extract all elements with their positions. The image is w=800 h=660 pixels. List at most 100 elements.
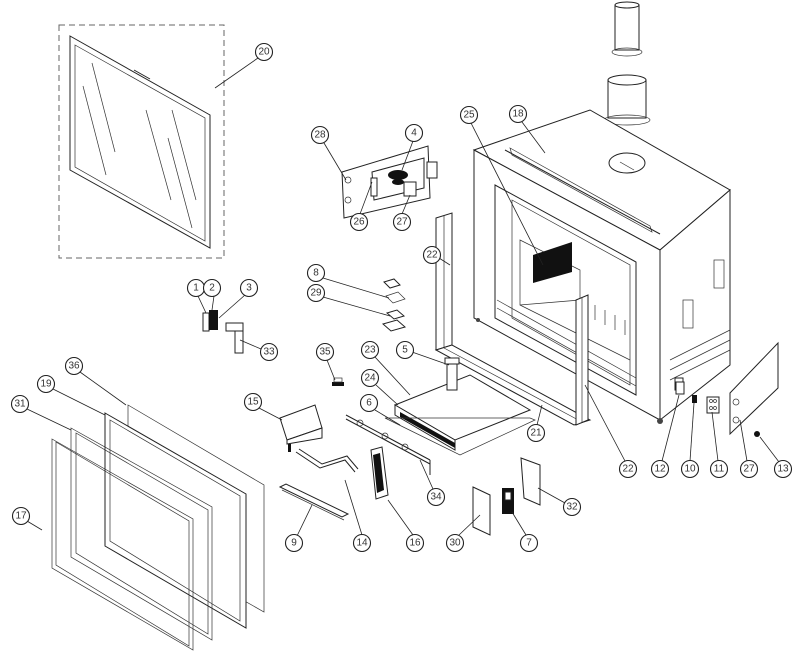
svg-text:27: 27 (743, 464, 755, 475)
svg-text:23: 23 (364, 345, 376, 356)
part-31-gasket-frame (70, 427, 213, 641)
part-5-venturi (446, 363, 458, 391)
part-33-pilot-shield (225, 322, 244, 332)
svg-text:35: 35 (319, 347, 331, 358)
callout-33[interactable]: 33 (259, 342, 279, 362)
svg-text:29: 29 (310, 288, 322, 299)
svg-text:16: 16 (409, 538, 421, 549)
callout-35[interactable]: 35 (315, 342, 335, 362)
callout-31[interactable]: 31 (10, 394, 30, 414)
svg-text:6: 6 (366, 398, 372, 409)
part-26-mounting-bracket (370, 177, 378, 197)
callout-4[interactable]: 4 (404, 123, 424, 143)
part-15-control-bracket (279, 404, 323, 452)
callout-22-left[interactable]: 22 (422, 245, 442, 265)
part-8-29-pilot-cover (381, 278, 407, 332)
callout-32[interactable]: 32 (562, 497, 582, 517)
part-27-access-cover (729, 341, 779, 436)
svg-text:13: 13 (777, 464, 789, 475)
svg-text:30: 30 (449, 538, 461, 549)
callout-26[interactable]: 26 (349, 212, 369, 232)
svg-text:20: 20 (258, 47, 270, 58)
part-6-base-gasket (384, 417, 536, 456)
svg-text:14: 14 (356, 538, 368, 549)
callout-29[interactable]: 29 (306, 283, 326, 303)
svg-text:26: 26 (353, 217, 365, 228)
part-11-junction-box (706, 396, 720, 414)
svg-text:27: 27 (396, 217, 408, 228)
svg-text:24: 24 (364, 373, 376, 384)
part-22-21-door-frame (434, 212, 592, 426)
svg-text:34: 34 (430, 492, 442, 503)
callout-15[interactable]: 15 (243, 392, 263, 412)
callout-27-access-cover[interactable]: 27 (739, 459, 759, 479)
svg-text:2: 2 (209, 283, 215, 294)
svg-text:28: 28 (314, 130, 326, 141)
part-32-module-bracket (520, 457, 541, 506)
part-1-2-3-pilot-assembly (202, 310, 244, 354)
svg-text:32: 32 (566, 502, 578, 513)
part-19-inner-glass-frame (104, 412, 247, 629)
svg-text:9: 9 (291, 538, 297, 549)
part-35-orifice (332, 377, 344, 386)
part-34-gas-manifold (345, 414, 431, 475)
leader-lines (26, 57, 780, 537)
svg-text:1: 1 (193, 283, 199, 294)
callout-11[interactable]: 11 (709, 459, 729, 479)
svg-text:21: 21 (530, 428, 542, 439)
callout-12[interactable]: 12 (650, 459, 670, 479)
svg-text:15: 15 (247, 397, 259, 408)
callout-8[interactable]: 8 (306, 263, 326, 283)
part-27-valve-cover (403, 181, 417, 197)
callout-34[interactable]: 34 (426, 487, 446, 507)
callout-28[interactable]: 28 (310, 125, 330, 145)
callout-1[interactable]: 1 (186, 278, 206, 298)
callout-24[interactable]: 24 (360, 368, 380, 388)
callout-22-right[interactable]: 22 (618, 459, 638, 479)
callout-3[interactable]: 3 (239, 278, 259, 298)
part-17-outer-trim-frame (51, 438, 194, 651)
vent-pipes (603, 1, 651, 126)
svg-text:18: 18 (512, 109, 524, 120)
part-16-receiver (370, 446, 389, 500)
callout-13[interactable]: 13 (773, 459, 793, 479)
part-23-burner-tray (384, 357, 536, 456)
svg-text:36: 36 (68, 361, 80, 372)
svg-text:17: 17 (15, 511, 27, 522)
svg-text:10: 10 (684, 464, 696, 475)
part-24-port-strip (400, 412, 455, 448)
callout-6[interactable]: 6 (359, 393, 379, 413)
callout-20[interactable]: 20 (254, 42, 274, 62)
callout-10[interactable]: 10 (680, 459, 700, 479)
part-4-gas-valve (388, 170, 408, 185)
svg-text:22: 22 (426, 250, 438, 261)
part-18-firebox-body (472, 109, 731, 424)
callout-2[interactable]: 2 (202, 278, 222, 298)
callout-5[interactable]: 5 (395, 340, 415, 360)
part-9-mounting-rail (278, 483, 350, 521)
callout-14[interactable]: 14 (352, 533, 372, 553)
callout-30[interactable]: 30 (445, 533, 465, 553)
callout-27-valve-cover[interactable]: 27 (392, 212, 412, 232)
callout-23[interactable]: 23 (360, 340, 380, 360)
callout-17[interactable]: 17 (11, 506, 31, 526)
callout-21[interactable]: 21 (526, 423, 546, 443)
svg-text:8: 8 (313, 268, 319, 279)
svg-text:7: 7 (526, 538, 532, 549)
svg-text:31: 31 (14, 399, 26, 410)
part-30-side-shield (472, 486, 491, 536)
part-25-rear-panel (533, 242, 572, 283)
part-7-control-module (502, 488, 514, 514)
callout-9[interactable]: 9 (284, 533, 304, 553)
callout-36[interactable]: 36 (64, 356, 84, 376)
callout-19[interactable]: 19 (36, 374, 56, 394)
part-28-valve-bracket (341, 145, 438, 219)
svg-text:33: 33 (263, 347, 275, 358)
callout-18[interactable]: 18 (508, 104, 528, 124)
callout-25[interactable]: 25 (459, 105, 479, 125)
svg-text:4: 4 (411, 128, 417, 139)
callout-16[interactable]: 16 (405, 533, 425, 553)
callout-7[interactable]: 7 (519, 533, 539, 553)
